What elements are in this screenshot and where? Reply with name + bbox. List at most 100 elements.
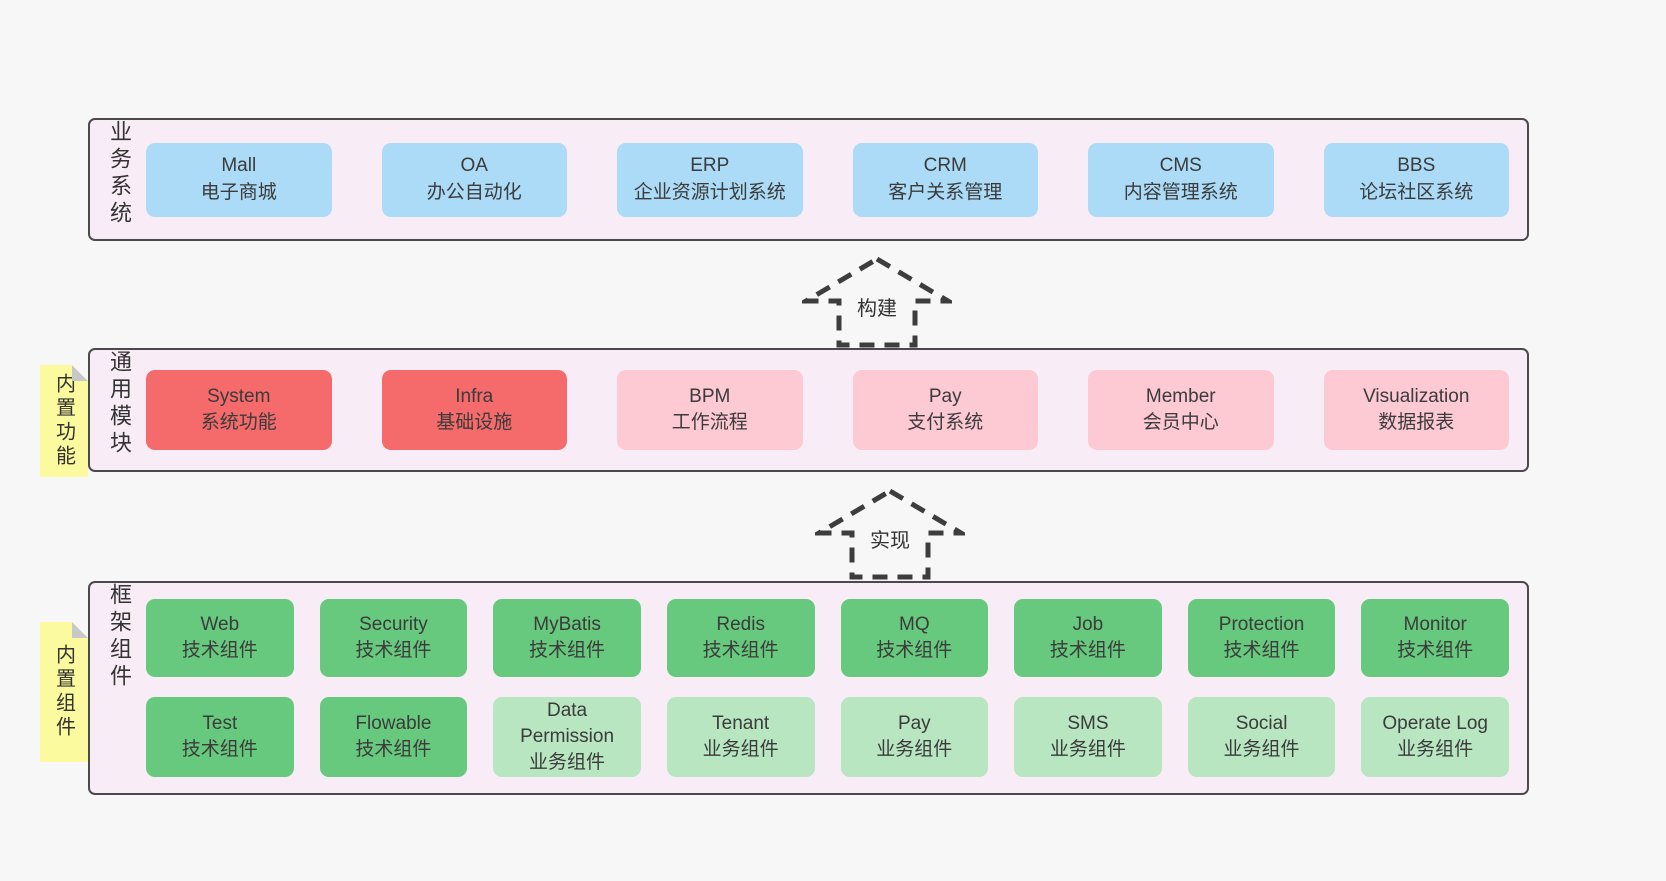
box-operate-log: Operate Log 业务组件 xyxy=(1361,697,1509,777)
box-title: Security xyxy=(359,613,428,635)
box-title: Data Permission xyxy=(520,699,615,747)
box-mq: MQ 技术组件 xyxy=(840,599,989,677)
box-data-permission: Data Permission 业务组件 xyxy=(493,697,641,777)
arrow-implement-label: 实现 xyxy=(866,524,914,553)
box-pay-component: Pay 业务组件 xyxy=(840,697,989,777)
sticky-built-in-features-label: 内置功能 xyxy=(52,373,75,469)
box-test: Test 技术组件 xyxy=(146,697,294,777)
box-subtitle: 技术组件 xyxy=(355,739,432,760)
box-title: BPM xyxy=(689,385,731,407)
box-title: Social xyxy=(1235,712,1288,734)
box-title: Mall xyxy=(221,155,257,177)
box-title: Redis xyxy=(716,613,765,635)
band-framework-components-label: 框架组件 xyxy=(107,583,132,691)
sticky-built-in-features: 内置功能 xyxy=(40,365,88,477)
box-tenant: Tenant 业务组件 xyxy=(666,697,815,777)
box-title: Test xyxy=(202,712,238,734)
box-title: Pay xyxy=(928,385,962,407)
box-security: Security 技术组件 xyxy=(319,599,468,677)
sticky-built-in-components-label: 内置组件 xyxy=(52,644,75,740)
box-member: Member 会员中心 xyxy=(1088,370,1274,450)
dashed-up-arrow-icon xyxy=(815,488,965,580)
box-system: System 系统功能 xyxy=(146,370,332,450)
box-title: Flowable xyxy=(355,712,432,734)
box-pay-module: Pay 支付系统 xyxy=(852,370,1038,450)
box-subtitle: 基础设施 xyxy=(436,412,513,433)
box-subtitle: 工作流程 xyxy=(671,412,748,433)
box-protection: Protection 技术组件 xyxy=(1187,599,1336,677)
box-title: Job xyxy=(1072,613,1104,635)
box-title: Infra xyxy=(455,385,494,407)
business-systems-row: Mall 电子商城 OA 办公自动化 ERP 企业资源计划系统 CRM 客户关系… xyxy=(146,120,1509,239)
box-title: MQ xyxy=(899,613,930,635)
box-subtitle: 业务组件 xyxy=(529,752,606,774)
box-subtitle: 企业资源计划系统 xyxy=(633,181,786,203)
box-web: Web 技术组件 xyxy=(146,599,294,677)
box-title: Member xyxy=(1145,385,1216,407)
box-subtitle: 电子商城 xyxy=(200,181,277,203)
box-flowable: Flowable 技术组件 xyxy=(319,697,468,777)
box-title: SMS xyxy=(1067,712,1109,734)
box-subtitle: 论坛社区系统 xyxy=(1359,181,1474,203)
box-title: Operate Log xyxy=(1382,712,1488,734)
box-subtitle: 业务组件 xyxy=(876,739,953,760)
box-crm: CRM 客户关系管理 xyxy=(852,142,1038,217)
box-subtitle: 技术组件 xyxy=(529,640,606,661)
box-title: Web xyxy=(200,613,240,635)
box-subtitle: 业务组件 xyxy=(1223,739,1300,760)
folded-corner-icon xyxy=(72,365,88,381)
box-title: CRM xyxy=(923,155,967,177)
box-subtitle: 数据报表 xyxy=(1378,412,1455,433)
box-bbs: BBS 论坛社区系统 xyxy=(1323,142,1509,217)
framework-components-grid: Web 技术组件 Security 技术组件 MyBatis 技术组件 Redi… xyxy=(146,583,1509,793)
box-job: Job 技术组件 xyxy=(1014,599,1162,677)
box-title: OA xyxy=(460,155,488,177)
arrow-build: 构建 xyxy=(802,256,952,348)
band-framework-components: 框架组件 Web 技术组件 Security 技术组件 MyBatis 技术组件… xyxy=(88,581,1529,795)
box-subtitle: 技术组件 xyxy=(1397,640,1474,661)
box-subtitle: 支付系统 xyxy=(907,412,984,433)
band-common-modules: 通用模块 System 系统功能 Infra 基础设施 BPM 工作流程 Pay… xyxy=(88,348,1529,472)
box-title: BBS xyxy=(1397,155,1436,177)
box-monitor: Monitor 技术组件 xyxy=(1361,599,1509,677)
box-title: CMS xyxy=(1159,155,1202,177)
box-infra: Infra 基础设施 xyxy=(381,370,567,450)
dashed-up-arrow-icon xyxy=(802,256,952,348)
box-title: Tenant xyxy=(712,712,770,734)
box-subtitle: 技术组件 xyxy=(181,739,258,760)
box-title: Monitor xyxy=(1403,613,1467,635)
box-mybatis: MyBatis 技术组件 xyxy=(493,599,641,677)
box-subtitle: 业务组件 xyxy=(1049,739,1126,760)
box-subtitle: 技术组件 xyxy=(1049,640,1126,661)
box-subtitle: 办公自动化 xyxy=(426,181,522,203)
box-mall: Mall 电子商城 xyxy=(146,142,332,217)
box-title: Pay xyxy=(897,712,931,734)
box-subtitle: 会员中心 xyxy=(1142,412,1219,433)
band-common-modules-label: 通用模块 xyxy=(107,350,132,458)
arrow-implement: 实现 xyxy=(815,488,965,580)
box-subtitle: 技术组件 xyxy=(1223,640,1300,661)
box-title: MyBatis xyxy=(533,613,601,635)
box-sms: SMS 业务组件 xyxy=(1014,697,1162,777)
framework-components-row-2: Test 技术组件 Flowable 技术组件 Data Permission … xyxy=(146,697,1509,777)
box-title: Visualization xyxy=(1363,385,1470,407)
box-title: ERP xyxy=(690,155,730,177)
box-subtitle: 内容管理系统 xyxy=(1123,181,1238,203)
band-business-systems-label: 业务系统 xyxy=(107,120,132,228)
box-subtitle: 技术组件 xyxy=(181,640,258,661)
box-subtitle: 客户关系管理 xyxy=(888,181,1003,203)
box-erp: ERP 企业资源计划系统 xyxy=(617,142,803,217)
box-subtitle: 技术组件 xyxy=(876,640,953,661)
box-subtitle: 技术组件 xyxy=(355,640,432,661)
box-title: Protection xyxy=(1218,613,1305,635)
arrow-build-label: 构建 xyxy=(853,292,901,321)
framework-components-row-1: Web 技术组件 Security 技术组件 MyBatis 技术组件 Redi… xyxy=(146,599,1509,677)
box-oa: OA 办公自动化 xyxy=(381,142,567,217)
box-redis: Redis 技术组件 xyxy=(666,599,815,677)
sticky-built-in-components: 内置组件 xyxy=(40,622,88,762)
box-bpm: BPM 工作流程 xyxy=(617,370,803,450)
box-subtitle: 技术组件 xyxy=(702,640,779,661)
box-cms: CMS 内容管理系统 xyxy=(1088,142,1274,217)
band-business-systems: 业务系统 Mall 电子商城 OA 办公自动化 ERP 企业资源计划系统 CRM… xyxy=(88,118,1529,241)
